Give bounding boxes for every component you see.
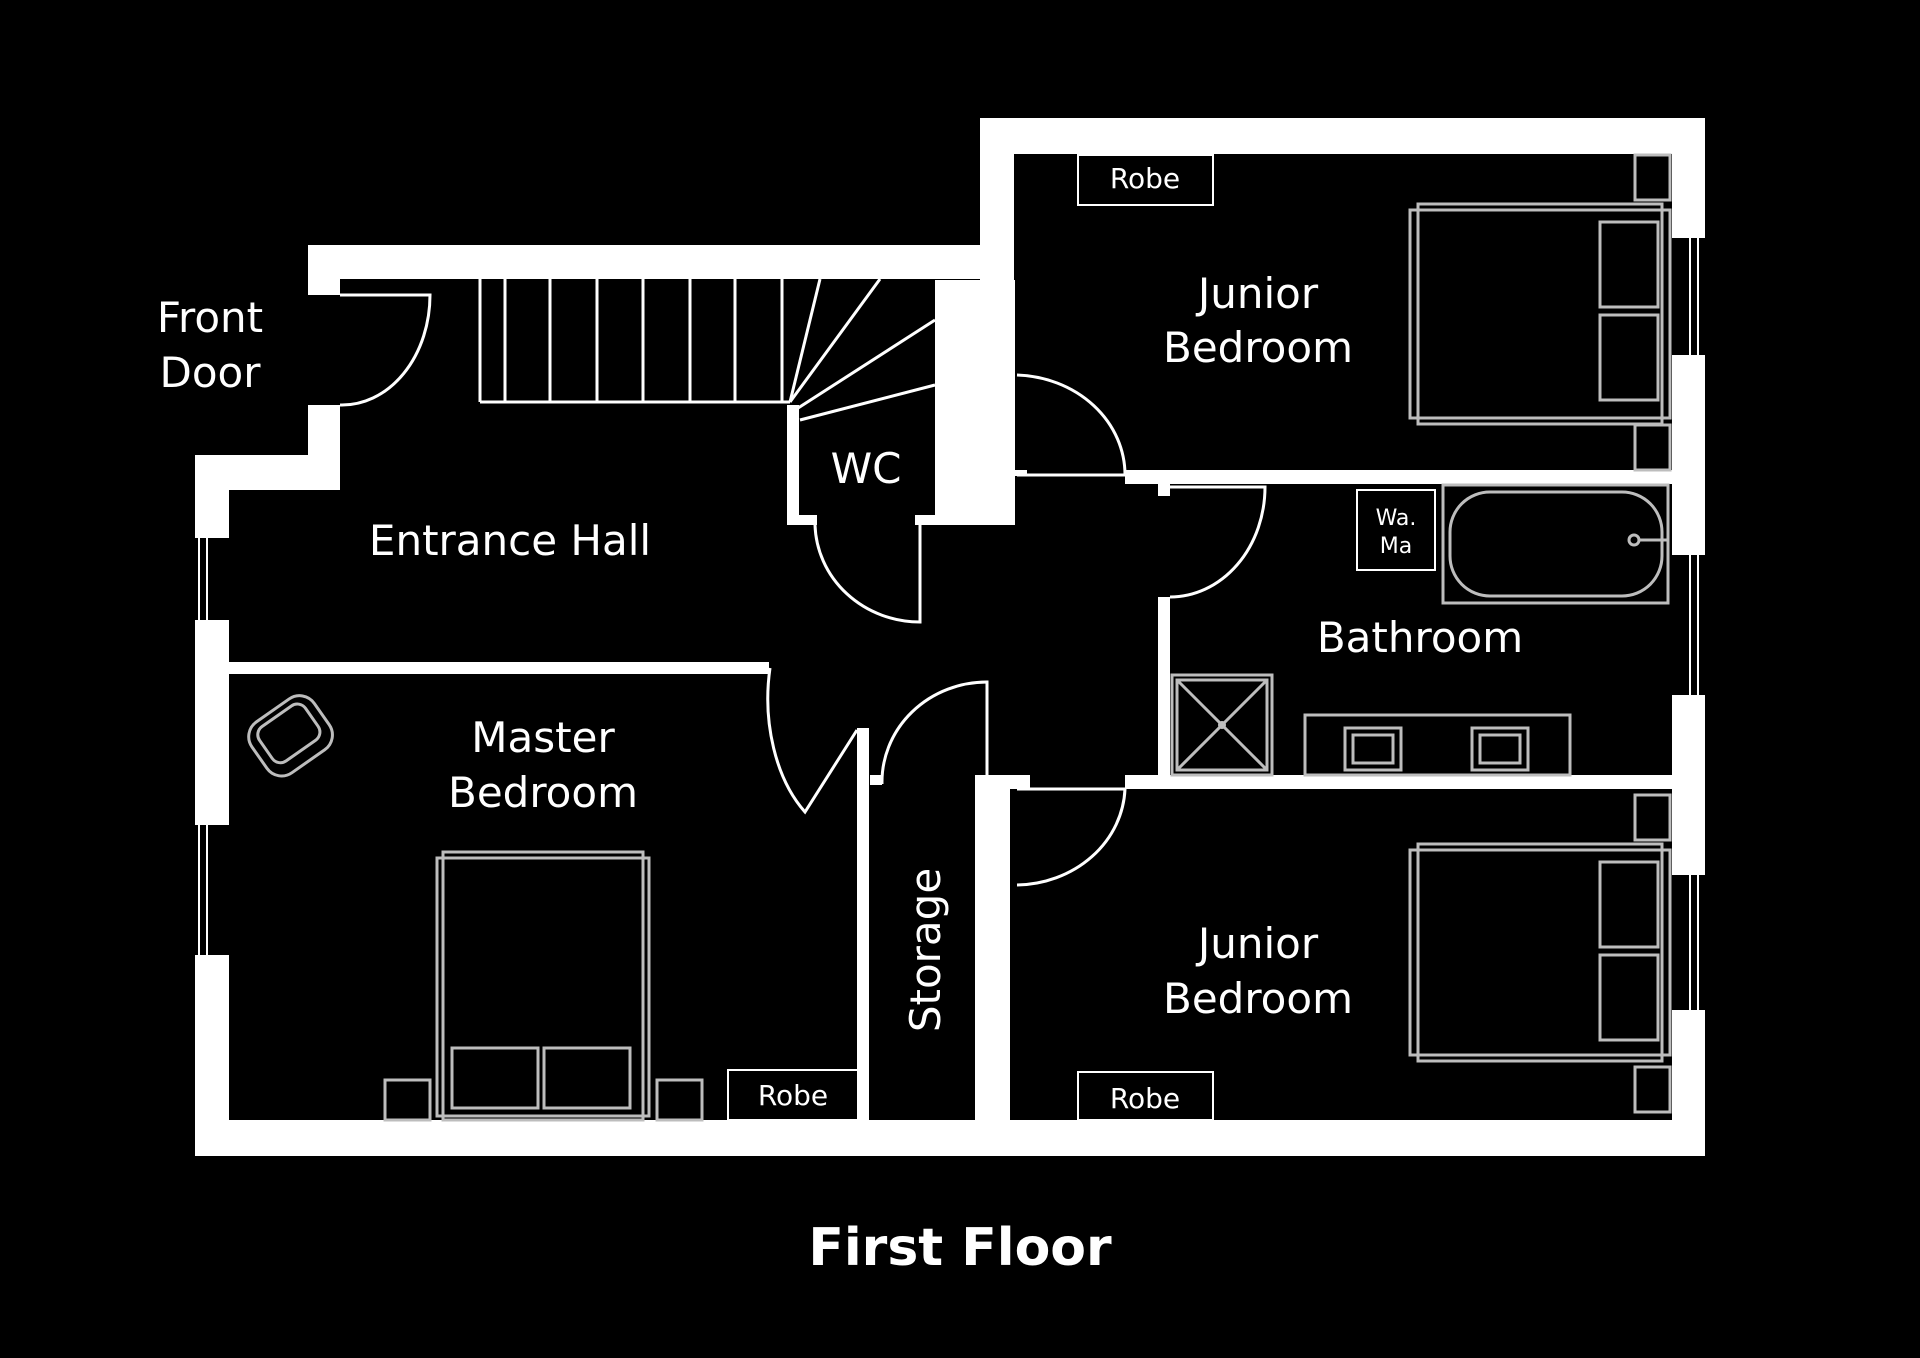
doors <box>339 293 1267 887</box>
wall-bath-left-top <box>1158 484 1170 496</box>
washing-machine-label-1: Wa. <box>1376 506 1417 531</box>
junior-bedroom-bottom-label-1: Junior <box>1195 919 1319 968</box>
wall-right-1 <box>1672 118 1705 238</box>
front-door-label-1: Front <box>157 293 263 342</box>
wall-jb-lip <box>1010 775 1030 789</box>
armchair <box>247 694 334 778</box>
staircase <box>478 278 936 422</box>
wall-bath-bottom <box>1125 775 1705 789</box>
front-door-swing <box>339 293 432 407</box>
wall-jt-lip <box>1015 470 1027 476</box>
bathroom-label: Bathroom <box>1317 613 1523 662</box>
front-door-label-2: Door <box>159 348 261 397</box>
master-bedroom-label-1: Master <box>471 713 615 762</box>
shower <box>1170 673 1274 777</box>
wall-door-lower <box>308 405 340 490</box>
wall-bottom <box>195 1120 1705 1156</box>
wall-hall-top <box>308 245 1008 279</box>
wall-left-2 <box>195 620 229 825</box>
wall-wc-right <box>935 280 1015 523</box>
robe-bottom-box <box>1077 1071 1214 1121</box>
robe-master-label: Robe <box>758 1079 828 1112</box>
windows <box>198 238 1699 1010</box>
wc-door-swing <box>813 524 922 624</box>
wall-wc-bottom-right <box>915 515 1015 525</box>
bathtub <box>1441 483 1670 605</box>
bathroom-door-swing <box>1169 485 1267 599</box>
junior-bedroom-top-label-1: Junior <box>1195 269 1319 318</box>
master-bedroom-label-2: Bedroom <box>448 768 638 817</box>
robe-top-label: Robe <box>1110 162 1180 195</box>
wall-hall-master <box>229 662 769 674</box>
wc-label: WC <box>831 444 902 493</box>
wall-storage-lip <box>870 775 882 785</box>
walls <box>195 118 1705 1156</box>
wall-wc-bottom-left <box>787 515 817 525</box>
junior-bottom-door-swing <box>1016 787 1127 887</box>
washing-machine-label-2: Ma <box>1380 534 1412 559</box>
wall-jt-bottom <box>1125 470 1705 484</box>
wall-bath-left <box>1158 597 1170 785</box>
junior-bottom-bed <box>1408 793 1672 1114</box>
master-door-swing <box>766 667 859 815</box>
entrance-hall-label: Entrance Hall <box>369 516 651 565</box>
wall-wc-left <box>787 405 799 523</box>
wall-jb-left <box>1002 789 1010 1124</box>
wall-top <box>980 118 1705 154</box>
junior-top-bed <box>1408 153 1672 472</box>
washing-machine-box <box>1356 489 1436 571</box>
vanity <box>1303 713 1572 777</box>
junior-top-door-swing <box>1016 373 1127 477</box>
wall-right-2 <box>1672 355 1705 555</box>
storage-label: Storage <box>901 868 950 1032</box>
robe-master-box <box>727 1069 859 1121</box>
wall-master-right <box>857 728 869 1123</box>
storage-door-swing <box>880 680 989 785</box>
junior-bedroom-bottom-label-2: Bedroom <box>1163 974 1353 1023</box>
robe-bottom-label: Robe <box>1110 1082 1180 1115</box>
floor-title: First Floor <box>808 1218 1112 1278</box>
robe-top-box <box>1077 154 1214 206</box>
wall-right-4 <box>1672 1010 1705 1156</box>
junior-bedroom-top-label-2: Bedroom <box>1163 323 1353 372</box>
master-bed <box>383 850 704 1122</box>
wall-left-3 <box>195 955 229 1155</box>
